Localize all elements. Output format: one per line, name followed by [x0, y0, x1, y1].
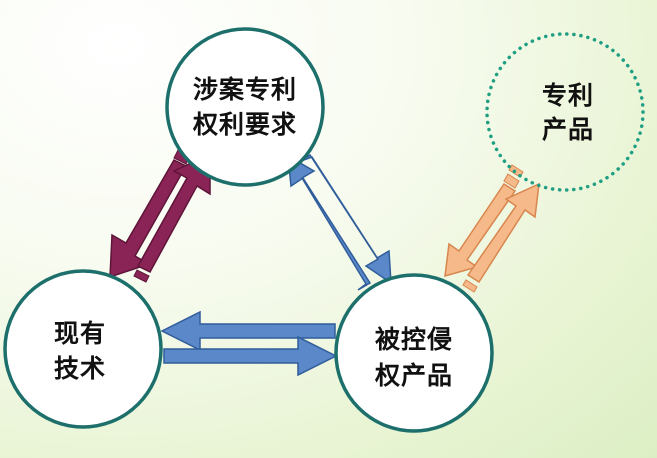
- node-accused-product: 被控侵 权产品: [334, 273, 494, 433]
- prior-art-circle: [3, 269, 163, 429]
- prior-art-line1: 现有: [54, 319, 106, 348]
- arrow-claims-to-accused: [297, 153, 392, 285]
- prior-art-line2: 技术: [54, 354, 106, 383]
- patent-product-circle: [485, 32, 645, 192]
- node-prior-art: 现有 技术: [3, 269, 163, 429]
- arrow-accused-to-claims: [287, 154, 372, 291]
- accused-product-line1: 被控侵: [375, 325, 453, 354]
- accused-product-line2: 权产品: [374, 361, 453, 390]
- patent-product-line2: 产品: [542, 115, 594, 144]
- claims-line1: 涉案专利: [193, 75, 297, 104]
- arrow-accused-to-patent-product: [462, 182, 540, 293]
- claims-circle: [165, 27, 325, 187]
- arrow-prior-art-to-claims: [133, 152, 211, 283]
- accused-product-circle: [334, 273, 494, 433]
- node-patent-product: 专利 产品: [485, 32, 645, 192]
- claims-line2: 权利要求: [192, 110, 297, 139]
- arrow-accused-to-prior-art: [160, 310, 336, 352]
- patent-product-line1: 专利: [542, 81, 594, 110]
- node-claims: 涉案专利 权利要求: [165, 27, 325, 187]
- arrow-prior-art-to-accused: [163, 335, 338, 377]
